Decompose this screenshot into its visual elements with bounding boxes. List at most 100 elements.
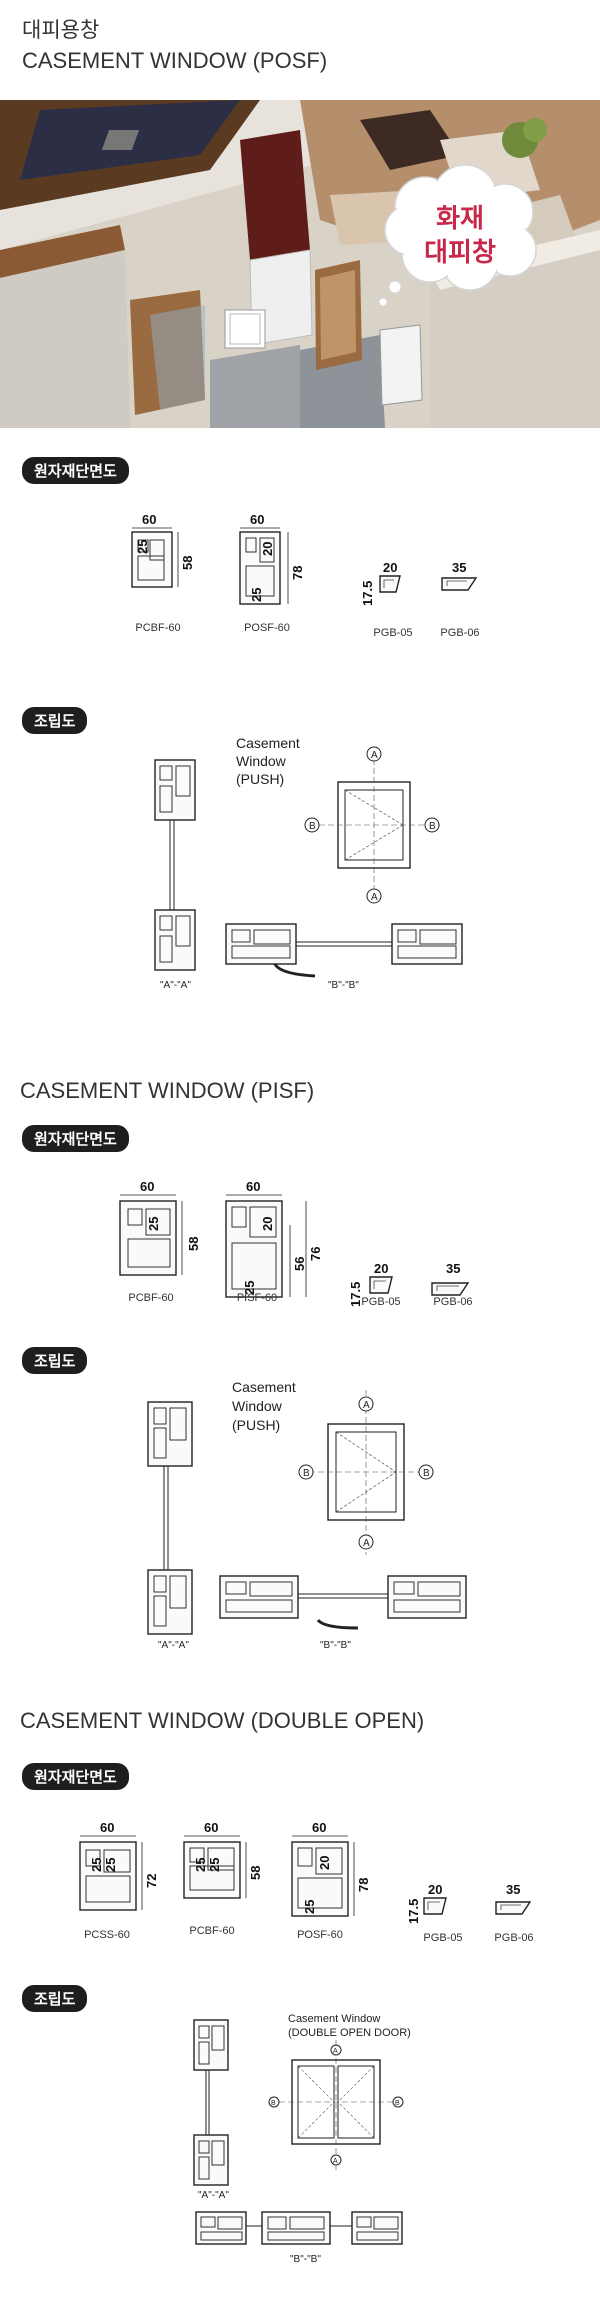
page-title-en: CASEMENT WINDOW (POSF) (22, 48, 328, 73)
label3-pcss-60: PCSS-60 (84, 1929, 130, 1941)
svg-text:35: 35 (446, 1261, 460, 1276)
svg-text:"B"-"B": "B"-"B" (290, 2254, 321, 2265)
svg-text:B: B (429, 821, 436, 832)
assembly-section1: Casement Window (PUSH) A A B B "A"-"A" "… (154, 735, 463, 991)
svg-text:B: B (309, 821, 316, 832)
cloud-text-line1: 화재 (436, 204, 484, 234)
svg-text:Casement: Casement (232, 1379, 296, 1395)
label3-posf-60: POSF-60 (297, 1929, 343, 1941)
svg-text:A: A (333, 2158, 338, 2165)
section3-title: CASEMENT WINDOW (DOUBLE OPEN) (20, 1708, 425, 1733)
pill-assembly-section1: 조립도 (22, 707, 88, 734)
label2-pgb-05: PGB-05 (361, 1296, 401, 1308)
label3-pgb-06: PGB-06 (494, 1932, 534, 1944)
svg-text:"A"-"A": "A"-"A" (158, 1640, 189, 1651)
label2-pgb-06: PGB-06 (433, 1296, 473, 1308)
svg-text:"A"-"A": "A"-"A" (198, 2190, 229, 2201)
pill-profile-section3: 원자재단면도 (22, 1763, 129, 1790)
svg-text:72: 72 (144, 1874, 159, 1888)
svg-text:"B"-"B": "B"-"B" (320, 1640, 351, 1651)
svg-text:25: 25 (135, 540, 150, 554)
label3-pgb-05: PGB-05 (423, 1932, 463, 1944)
svg-text:25: 25 (242, 1281, 257, 1295)
svg-text:17.5: 17.5 (348, 1282, 363, 1307)
svg-text:25: 25 (207, 1858, 222, 1872)
pill-assembly-section2: 조립도 (22, 1347, 88, 1374)
svg-text:20: 20 (260, 542, 275, 556)
svg-text:58: 58 (180, 556, 195, 570)
svg-text:25: 25 (249, 588, 264, 602)
profile-posf-60 (239, 527, 289, 605)
svg-text:35: 35 (452, 560, 466, 575)
page-title-ko: 대피용창 (22, 19, 100, 42)
svg-text:17.5: 17.5 (360, 581, 375, 606)
svg-text:17.5: 17.5 (406, 1899, 421, 1924)
svg-text:Casement Window: Casement Window (288, 2013, 380, 2025)
label2-pcbf-60: PCBF-60 (128, 1292, 174, 1304)
svg-text:25: 25 (103, 1858, 118, 1872)
profiles-section2: 60 25 58 60 20 25 56 76 20 17.5 35 (119, 1179, 470, 1307)
svg-text:60: 60 (204, 1820, 218, 1835)
profile-pcbf-60 (131, 527, 179, 588)
svg-text:60: 60 (100, 1820, 114, 1835)
label-pgb-05: PGB-05 (373, 627, 413, 639)
svg-text:A: A (371, 892, 378, 903)
svg-text:(DOUBLE OPEN DOOR): (DOUBLE OPEN DOOR) (288, 2027, 411, 2039)
svg-text:78: 78 (356, 1878, 371, 1892)
svg-text:76: 76 (308, 1247, 323, 1261)
label-pgb-06: PGB-06 (440, 627, 480, 639)
hero-floorplan-illustration: 화재 대피창 (0, 100, 600, 428)
svg-text:"B"-"B": "B"-"B" (328, 980, 359, 991)
cloud-text-line2: 대피창 (424, 238, 496, 268)
profiles-section3: 60 25 25 72 60 25 25 58 60 20 25 78 20 1… (79, 1820, 532, 1924)
svg-text:B: B (395, 2100, 400, 2107)
svg-text:Window: Window (232, 1398, 283, 1414)
pill-profile-section1: 원자재단면도 (22, 457, 129, 484)
svg-text:A: A (371, 750, 378, 761)
svg-text:78: 78 (290, 566, 305, 580)
label-posf-60: POSF-60 (244, 622, 290, 634)
svg-text:60: 60 (246, 1179, 260, 1194)
thought-cloud (378, 164, 537, 307)
svg-text:"A"-"A": "A"-"A" (160, 980, 191, 991)
assembly-section2: Casement Window (PUSH) A A B B "A"-"A" "… (147, 1379, 467, 1651)
svg-text:B: B (423, 1468, 430, 1479)
svg-text:25: 25 (146, 1217, 161, 1231)
svg-text:A: A (363, 1400, 370, 1411)
svg-text:60: 60 (140, 1179, 154, 1194)
svg-text:B: B (303, 1468, 310, 1479)
svg-text:60: 60 (312, 1820, 326, 1835)
label-pcbf-60: PCBF-60 (135, 622, 181, 634)
svg-text:Window: Window (236, 753, 287, 769)
svg-text:60: 60 (250, 512, 264, 527)
svg-text:(PUSH): (PUSH) (232, 1417, 280, 1433)
svg-text:58: 58 (186, 1237, 201, 1251)
profiles-section1: 60 25 58 60 20 25 78 20 17.5 35 (131, 512, 478, 606)
svg-text:A: A (333, 2048, 338, 2055)
svg-text:20: 20 (374, 1261, 388, 1276)
svg-text:56: 56 (292, 1257, 307, 1271)
svg-text:Casement: Casement (236, 735, 300, 751)
label2-pisf-60: PISF-60 (236, 1292, 278, 1304)
svg-text:25: 25 (89, 1858, 104, 1872)
svg-text:20: 20 (383, 560, 397, 575)
svg-text:(PUSH): (PUSH) (236, 771, 284, 787)
profile-pgb-05 (379, 575, 401, 593)
svg-text:35: 35 (506, 1882, 520, 1897)
svg-text:60: 60 (142, 512, 156, 527)
svg-text:A: A (363, 1538, 370, 1549)
profile-pgb-06 (441, 577, 478, 591)
pill-profile-section2: 원자재단면도 (22, 1125, 129, 1152)
bath-window-highlight (224, 309, 266, 349)
svg-text:58: 58 (248, 1866, 263, 1880)
svg-text:B: B (271, 2100, 276, 2107)
pill-assembly-section3: 조립도 (22, 1985, 88, 2012)
svg-text:20: 20 (317, 1856, 332, 1870)
section2-title: CASEMENT WINDOW (PISF) (20, 1078, 315, 1103)
assembly-section3: "A"-"A" Casement Window (DOUBLE OPEN DOO… (193, 2013, 411, 2265)
label3-pcbf-60: PCBF-60 (189, 1925, 235, 1937)
svg-text:20: 20 (428, 1882, 442, 1897)
svg-text:20: 20 (260, 1217, 275, 1231)
svg-text:25: 25 (193, 1858, 208, 1872)
svg-text:25: 25 (302, 1900, 317, 1914)
